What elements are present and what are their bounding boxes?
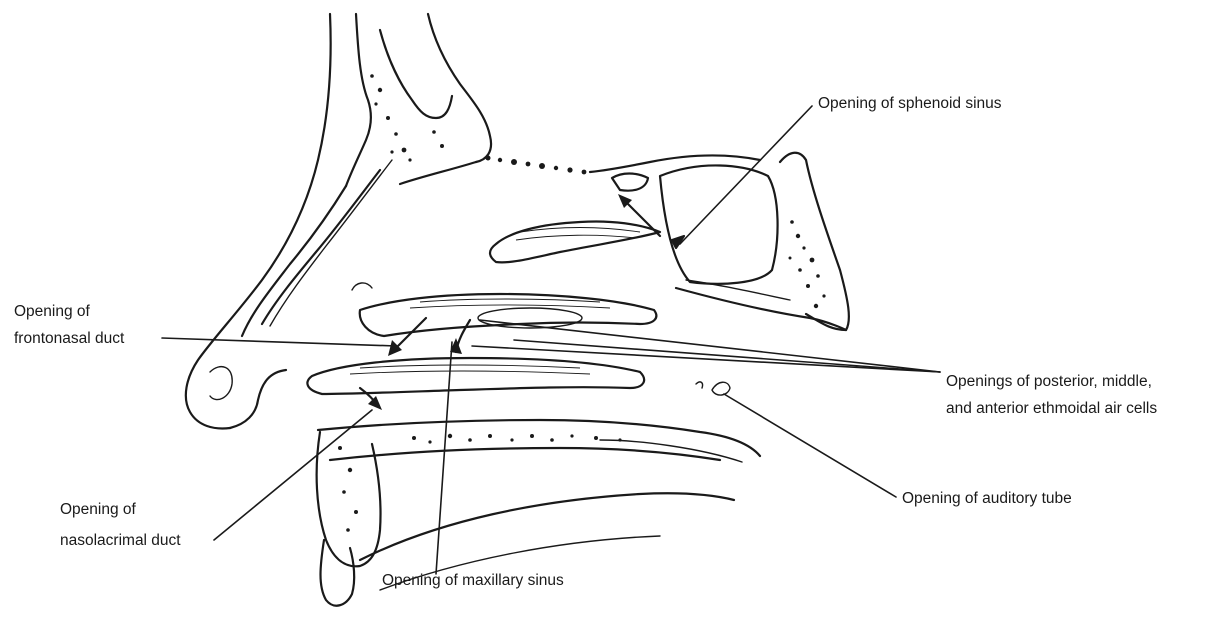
label-frontonasal-line2: frontonasal duct [14, 330, 125, 347]
label-nasolacrimal-line2: nasolacrimal duct [60, 532, 181, 549]
hard-palate [315, 418, 762, 607]
nose-and-skull-outline [184, 12, 850, 430]
label-ethmoidal-line1: Openings of posterior, middle, [946, 373, 1152, 390]
label-maxillary-sinus: Opening of maxillary sinus [382, 572, 564, 589]
leader-lines [161, 105, 941, 575]
label-ethmoidal-line2: and anterior ethmoidal air cells [946, 400, 1157, 417]
label-sphenoid-sinus: Opening of sphenoid sinus [818, 95, 1002, 112]
label-nasolacrimal-line1: Opening of [60, 501, 137, 518]
labels: Opening of sphenoid sinus Opening of fro… [14, 95, 1157, 589]
label-auditory-tube: Opening of auditory tube [902, 490, 1072, 507]
label-frontonasal-line1: Opening of [14, 303, 91, 320]
nasal-conchae [306, 220, 731, 396]
